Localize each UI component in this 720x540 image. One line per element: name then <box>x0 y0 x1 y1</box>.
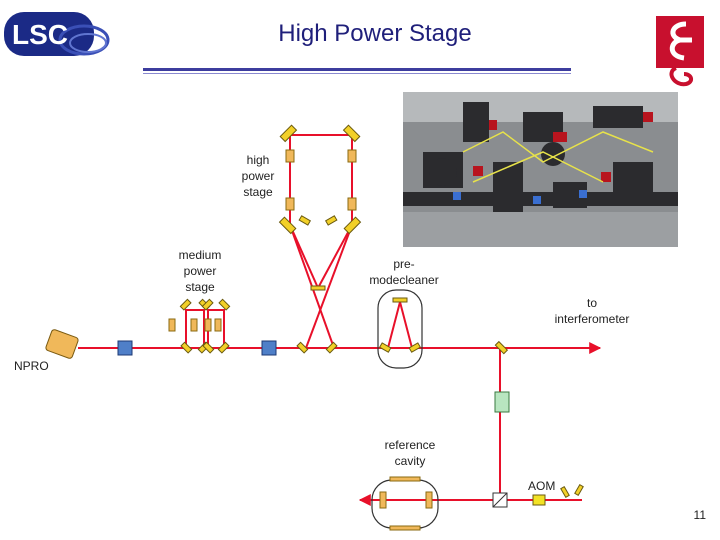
modulator-icon <box>117 340 133 356</box>
svg-text:LSC: LSC <box>12 19 68 50</box>
label-ifo-1: to <box>587 296 597 310</box>
label-high-stage-3: stage <box>243 185 273 199</box>
optical-table-photo <box>403 92 678 247</box>
npro-laser-icon <box>45 329 79 359</box>
label-medium-stage-2: power <box>184 264 217 278</box>
pickoff-mirror <box>494 340 509 355</box>
high-stage-mirrors <box>278 124 362 354</box>
page-title: High Power Stage <box>278 20 472 47</box>
page-number: 11 <box>693 508 706 522</box>
label-npro: NPRO <box>14 359 49 373</box>
medium-stage-mirrors <box>179 298 231 354</box>
green-component <box>494 391 510 413</box>
title-underline-thin <box>143 73 571 74</box>
label-refcav-1: reference <box>385 438 436 452</box>
medium-stage-optics <box>168 318 222 332</box>
label-pmc-1: pre- <box>393 257 414 271</box>
label-aom: AOM <box>528 479 555 493</box>
lsc-logo: LSC <box>4 12 110 56</box>
label-high-stage-2: power <box>242 169 275 183</box>
label-high-stage-1: high <box>247 153 270 167</box>
label-pmc-2: modecleaner <box>369 273 438 287</box>
laser-beam-paths <box>78 134 602 506</box>
label-medium-stage-3: stage <box>185 280 215 294</box>
modulator-icon <box>261 340 277 356</box>
university-seal-icon <box>656 16 704 87</box>
label-ifo-2: interferometer <box>555 312 630 326</box>
label-medium-stage-1: medium <box>179 248 222 262</box>
pre-modecleaner-enclosure <box>377 289 423 369</box>
label-refcav-2: cavity <box>395 454 426 468</box>
aom-box <box>532 494 546 506</box>
high-stage-crystals <box>285 149 357 211</box>
title-underline <box>143 68 571 71</box>
